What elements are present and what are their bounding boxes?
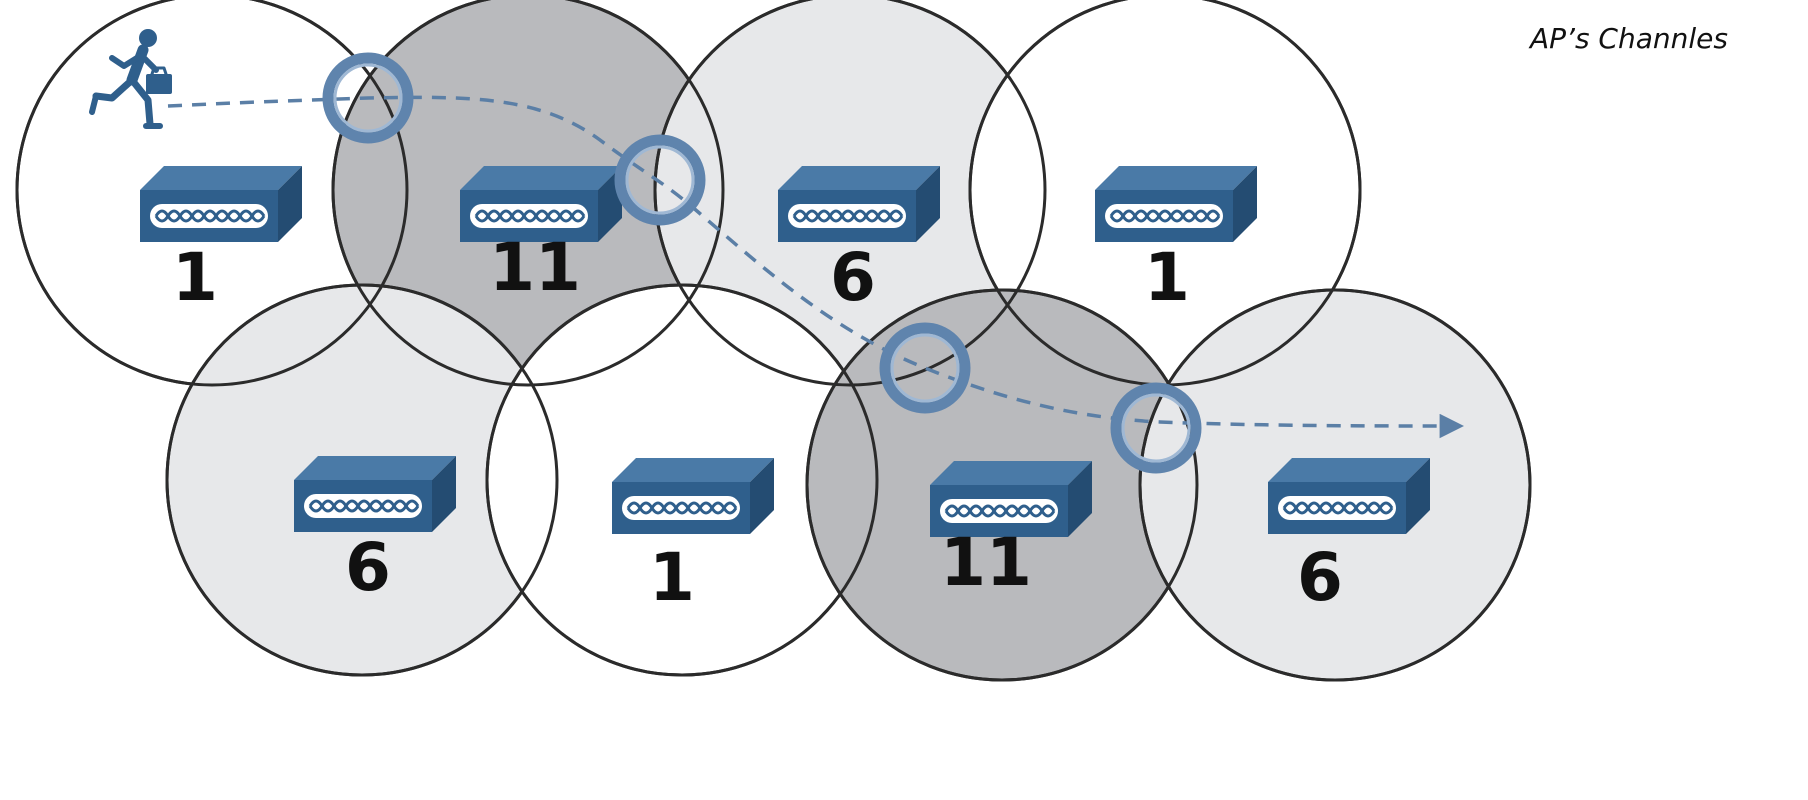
handoff-ring-icon xyxy=(879,322,971,414)
wireless-access-point-icon xyxy=(138,164,304,244)
wireless-access-point-icon xyxy=(1266,456,1432,536)
handoff-ring-icon xyxy=(322,52,414,144)
handoff-ring-icon xyxy=(1110,382,1202,474)
cell-outline-7 xyxy=(805,288,1199,682)
channel-label: 11 xyxy=(940,524,1032,601)
wireless-access-point-icon xyxy=(292,454,458,534)
cell-outline-5 xyxy=(165,283,559,677)
channel-label: 11 xyxy=(489,229,581,306)
cell-outline-8 xyxy=(1138,288,1532,682)
cell-outline-6 xyxy=(485,283,879,677)
channel-label: 1 xyxy=(172,239,218,316)
cell-outline-3 xyxy=(653,0,1047,387)
channel-label: 6 xyxy=(1297,539,1343,616)
wireless-access-point-icon xyxy=(1093,164,1259,244)
wireless-access-point-icon xyxy=(776,164,942,244)
handoff-ring-icon xyxy=(614,134,706,226)
running-person-icon xyxy=(89,29,172,129)
roaming-path xyxy=(167,95,1465,439)
channel-labels: 1 11 6 1 6 1 11 6 xyxy=(172,229,1343,616)
handoff-points xyxy=(322,52,1202,474)
legend-title: AP’s Channles xyxy=(1528,22,1728,55)
channel-label: 1 xyxy=(1144,239,1190,316)
cell-outline-2 xyxy=(331,0,725,387)
wireless-access-point-icon xyxy=(610,456,776,536)
channel-label: 1 xyxy=(649,539,695,616)
channel-label: 6 xyxy=(830,239,876,316)
cell-outline-1 xyxy=(15,0,409,387)
channel-label: 6 xyxy=(345,529,391,606)
